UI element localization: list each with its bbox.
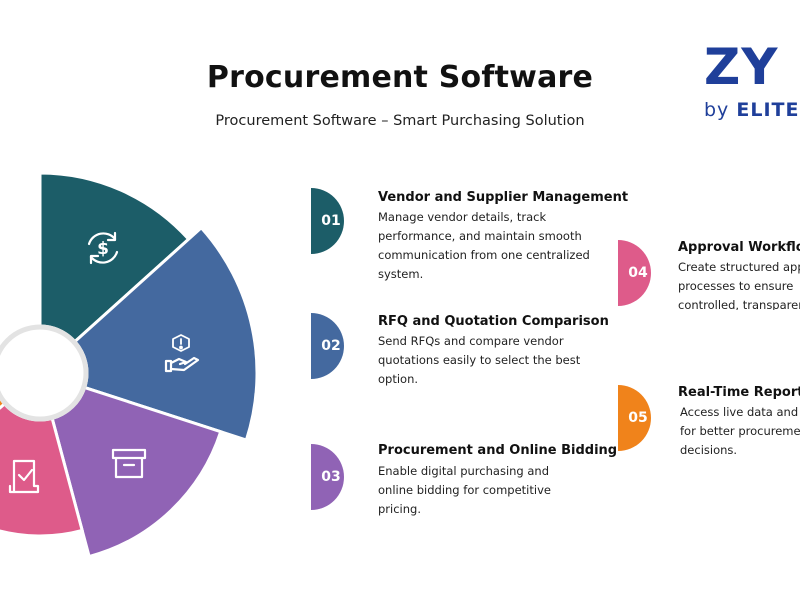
logo-tagline-prefix: by xyxy=(704,99,730,121)
step-number: 02 xyxy=(321,338,341,354)
step-description: Manage vendor details, track performance… xyxy=(378,210,590,281)
checked-document-icon xyxy=(8,459,40,494)
step-description: Create structured approval processes to … xyxy=(678,260,800,310)
step-title: Approval Workflow xyxy=(678,240,800,255)
dollar-refresh-icon: $ xyxy=(87,231,119,265)
step-number: 03 xyxy=(321,469,341,485)
step-badge: 02 xyxy=(310,313,354,379)
step-05: 05 Real-Time Reports Access live data an… xyxy=(617,385,800,455)
step-number: 04 xyxy=(628,265,648,281)
wheel-center xyxy=(0,324,89,422)
step-badge-shape xyxy=(311,444,344,510)
logo-tagline: by ELITE xyxy=(704,99,799,121)
page-subtitle: Procurement Software – Smart Purchasing … xyxy=(215,113,585,129)
step-description: Enable digital purchasing and online bid… xyxy=(378,464,551,516)
step-badge: 03 xyxy=(310,444,354,510)
step-03: 03 Procurement and Online Bidding Enable… xyxy=(310,443,630,524)
step-number: 01 xyxy=(321,213,341,229)
svg-text:$: $ xyxy=(97,239,109,259)
step-title: Real-Time Reports xyxy=(678,385,800,400)
step-badge: 05 xyxy=(617,385,661,451)
brand-logo[interactable]: ZY by ELITE xyxy=(700,38,800,128)
step-badge-shape xyxy=(311,188,344,254)
step-01: 01 Vendor and Supplier Management Manage… xyxy=(310,188,630,288)
step-badge: 04 xyxy=(617,240,661,306)
step-badge-shape xyxy=(618,240,651,306)
page-title: Procurement Software xyxy=(206,60,594,95)
step-title: RFQ and Quotation Comparison xyxy=(378,314,609,329)
step-title: Vendor and Supplier Management xyxy=(378,190,629,205)
step-description: Send RFQs and compare vendor quotations … xyxy=(378,334,581,386)
step-title: Procurement and Online Bidding xyxy=(378,443,618,458)
step-badge-shape xyxy=(311,313,344,379)
step-badge: 01 xyxy=(310,188,354,254)
step-04: 04 Approval Workflow Create structured a… xyxy=(617,240,800,310)
logo-tagline-name: ELITE xyxy=(736,99,800,121)
step-02: 02 RFQ and Quotation Comparison Send RFQ… xyxy=(310,313,630,403)
archive-box-icon xyxy=(111,448,147,479)
step-badge-shape xyxy=(618,385,651,451)
step-description: Access live data and reports for better … xyxy=(680,405,800,455)
step-number: 05 xyxy=(628,410,648,426)
hand-alert-icon xyxy=(164,334,200,373)
logo-mark: ZY xyxy=(704,38,779,96)
